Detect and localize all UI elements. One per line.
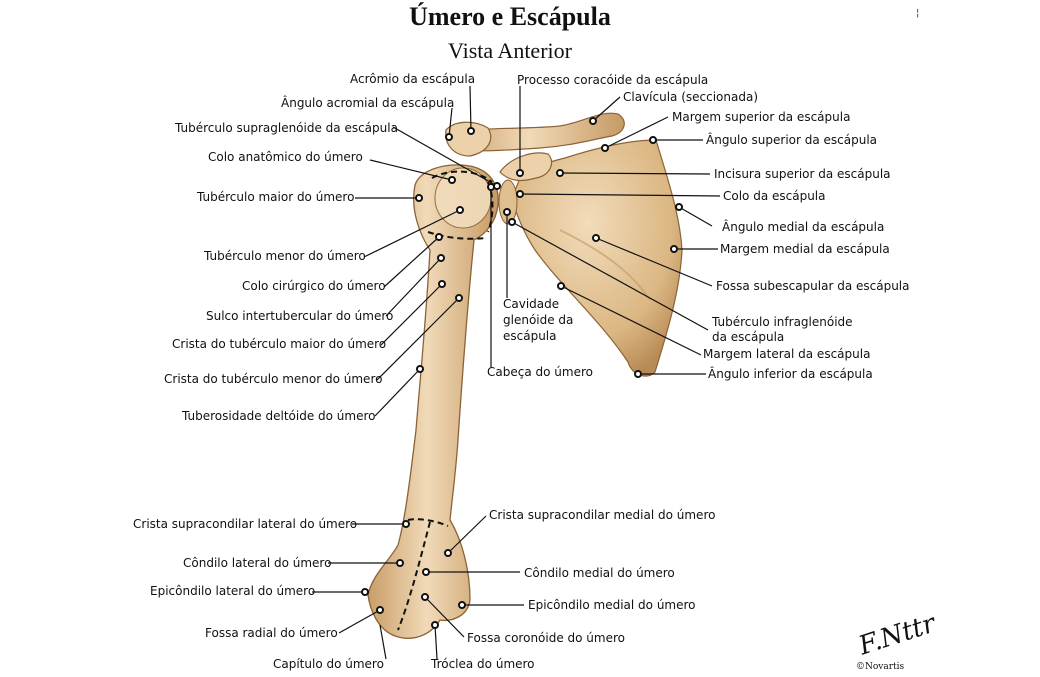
label-acromio: Acrômio da escápula [350, 72, 476, 86]
label-cavidade-1: Cavidade [503, 297, 560, 311]
label-margem-superior: Margem superior da escápula [672, 110, 851, 124]
humerus [367, 164, 499, 639]
label-troclea: Tróclea do úmero [431, 657, 535, 671]
label-epicondilo-lateral: Epicôndilo lateral do úmero [150, 584, 316, 598]
label-condilo-medial: Côndilo medial do úmero [524, 566, 675, 580]
label-tuberculo-supraglenoide: Tubérculo supraglenóide da escápula [175, 121, 398, 135]
plate-subtitle: Vista Anterior [448, 38, 572, 63]
label-crista-supra-medial: Crista supracondilar medial do úmero [489, 508, 716, 522]
plate-title: Úmero e Escápula [409, 2, 611, 31]
label-processo-coracoide: Processo coracóide da escápula [517, 73, 709, 87]
label-angulo-medial: Ângulo medial da escápula [722, 220, 885, 234]
label-cabeca-umero: Cabeça do úmero [487, 365, 593, 379]
acromion [445, 121, 492, 157]
label-capitulo: Capítulo do úmero [273, 657, 384, 671]
corner-mark: ¦ [916, 8, 920, 19]
label-angulo-acromial: Ângulo acromial da escápula [281, 96, 455, 110]
copyright-label: ©Novartis [856, 662, 905, 672]
label-incisura-superior: Incisura superior da escápula [714, 167, 891, 181]
scapula [511, 139, 683, 377]
coracoid-process [499, 152, 553, 182]
label-angulo-superior: Ângulo superior da escápula [706, 133, 878, 147]
label-epicondilo-medial: Epicôndilo medial do úmero [528, 598, 696, 612]
label-tuberculo-infraglenoide-2: da escápula [712, 330, 785, 344]
label-angulo-inferior: Ângulo inferior da escápula [708, 367, 873, 381]
label-fossa-subescapular: Fossa subescapular da escápula [716, 279, 910, 293]
label-crista-supra-lateral: Crista supracondilar lateral do úmero [133, 517, 358, 531]
label-clavicula: Clavícula (seccionada) [623, 90, 759, 104]
glenoid-cavity [498, 179, 518, 225]
label-tuberculo-maior: Tubérculo maior do úmero [197, 190, 355, 204]
label-tuberosidade-deltoide: Tuberosidade deltóide do úmero [182, 409, 376, 423]
label-margem-medial: Margem medial da escápula [720, 242, 890, 256]
label-margem-lateral: Margem lateral da escápula [703, 347, 871, 361]
label-colo-escapula: Colo da escápula [723, 189, 826, 203]
label-crista-tub-menor: Crista do tubérculo menor do úmero [164, 372, 383, 386]
label-tuberculo-infraglenoide-1: Tubérculo infraglenóide [712, 315, 853, 329]
label-condilo-lateral: Côndilo lateral do úmero [183, 556, 332, 570]
label-sulco-intertubercular: Sulco intertubercular do úmero [206, 309, 394, 323]
label-colo-cirurgico: Colo cirúrgico do úmero [242, 279, 386, 293]
label-cavidade-2: glenóide da [503, 313, 574, 327]
label-fossa-radial: Fossa radial do úmero [205, 626, 338, 640]
label-crista-tub-maior: Crista do tubérculo maior do úmero [172, 337, 387, 351]
label-fossa-coronoide: Fossa coronóide do úmero [467, 631, 625, 645]
scapula-ridge [559, 229, 651, 301]
label-tuberculo-menor: Tubérculo menor do úmero [204, 249, 366, 263]
label-colo-anatomico: Colo anatômico do úmero [208, 150, 363, 164]
label-cavidade-3: escápula [503, 329, 557, 343]
